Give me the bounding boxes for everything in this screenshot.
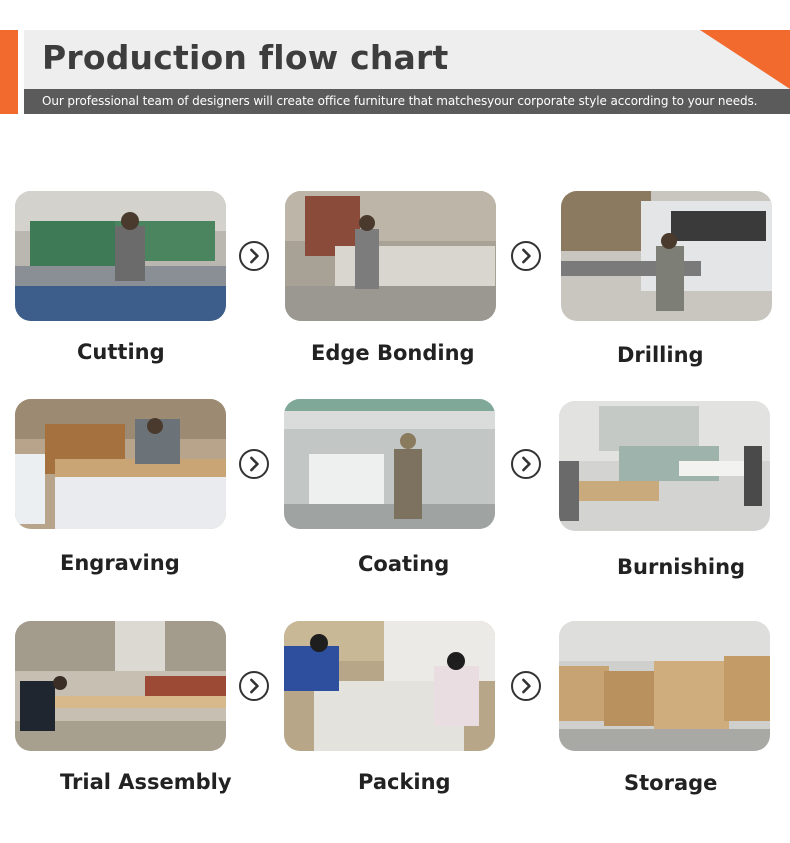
chevron-right-circle-icon <box>511 449 541 479</box>
accent-corner <box>700 30 790 89</box>
step-label-burnishing: Burnishing <box>617 555 746 579</box>
storage-photo <box>559 621 770 751</box>
burnishing-photo <box>559 401 770 531</box>
chevron-right-circle-icon <box>511 241 541 271</box>
engraving-photo <box>15 399 226 529</box>
page-title: Production flow chart <box>42 38 449 77</box>
cutting-photo <box>15 191 226 321</box>
step-label-coating: Coating <box>358 552 450 576</box>
step-label-edge-bonding: Edge Bonding <box>311 341 475 365</box>
page-subtitle: Our professional team of designers will … <box>42 94 758 108</box>
chevron-right-circle-icon <box>239 241 269 271</box>
chevron-right-circle-icon <box>239 671 269 701</box>
chevron-right-circle-icon <box>239 449 269 479</box>
step-label-packing: Packing <box>358 770 451 794</box>
title-bar: Production flow chart <box>24 30 790 89</box>
step-label-cutting: Cutting <box>77 340 165 364</box>
step-label-engraving: Engraving <box>60 551 180 575</box>
step-label-drilling: Drilling <box>617 343 704 367</box>
drilling-photo <box>561 191 772 321</box>
step-label-trial-assembly: Trial Assembly <box>60 770 232 794</box>
chevron-right-circle-icon <box>511 671 541 701</box>
packing-photo <box>284 621 495 751</box>
trial-assembly-photo <box>15 621 226 751</box>
edge-bonding-photo <box>285 191 496 321</box>
subtitle-bar: Our professional team of designers will … <box>24 89 790 114</box>
coating-photo <box>284 399 495 529</box>
accent-bar-left <box>0 30 18 114</box>
step-label-storage: Storage <box>624 771 718 795</box>
